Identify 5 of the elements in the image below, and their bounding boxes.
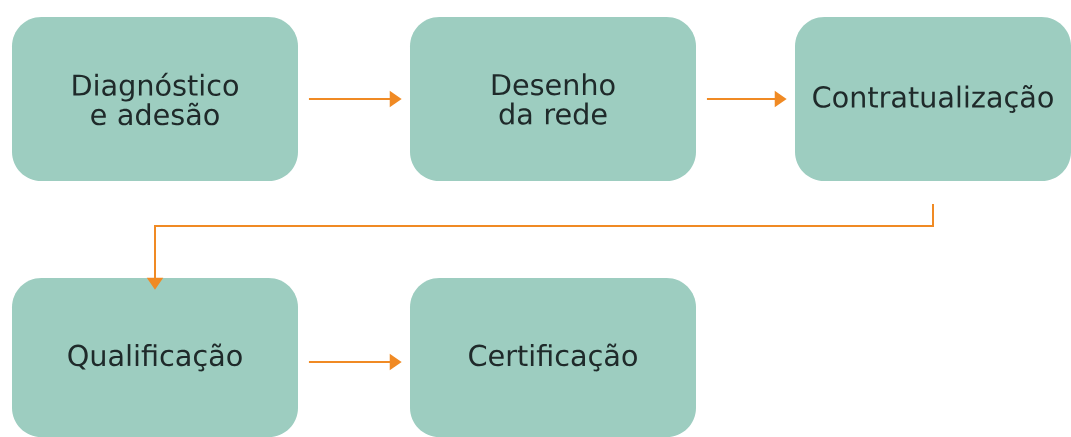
process-box: Qualificação (12, 278, 298, 437)
process-box: Desenho da rede (410, 17, 696, 181)
process-box: Certificação (410, 278, 696, 437)
process-box: Diagnóstico e adesão (12, 17, 298, 181)
process-box: Contratualização (795, 17, 1071, 181)
